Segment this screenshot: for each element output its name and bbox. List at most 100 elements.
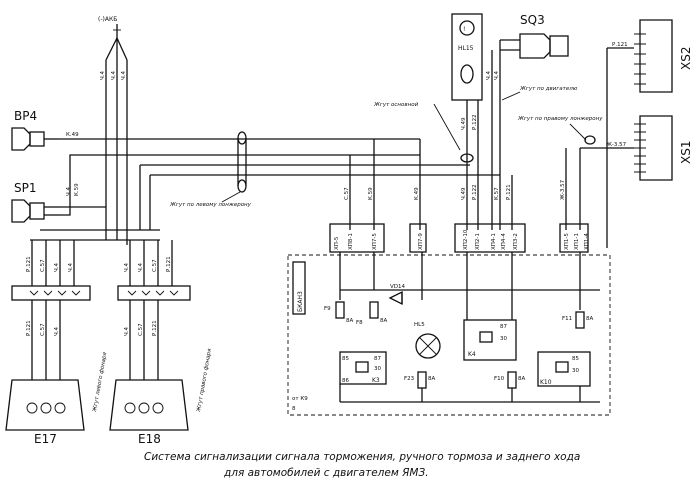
svg-text:С.57: С.57 [152, 259, 158, 272]
svg-text:Р.121: Р.121 [152, 320, 158, 336]
svg-text:K4: K4 [468, 351, 476, 358]
fuse-f10: F10 8А [494, 371, 525, 389]
svg-text:8: 8 [292, 406, 296, 412]
svg-text:Ч.4: Ч.4 [68, 262, 74, 272]
svg-text:F11: F11 [562, 316, 572, 322]
svg-text:HL5: HL5 [414, 322, 425, 328]
svg-text:ХП8-1: ХП8-1 [348, 233, 354, 250]
svg-text:Жгут левого фонаря: Жгут левого фонаря [92, 351, 109, 413]
svg-text:K10: K10 [540, 379, 552, 386]
e18-label: E18 [138, 432, 161, 446]
xs2-label: XS2 [679, 47, 693, 70]
hl15-symbol-icon: ! [463, 26, 465, 33]
fuse-f11: F11 8А [562, 311, 593, 329]
pin-header-row: ХП-5 ХП8-1 ХП7-5 ХП7-9 ХП2-10 ХП2-1 ХП4-… [329, 223, 590, 253]
svg-text:С.57: С.57 [138, 323, 144, 336]
svg-text:Ч.4: Ч.4 [54, 262, 60, 272]
xs2-connector: XS2 Р.121 [606, 19, 693, 248]
svg-text:8А: 8А [518, 376, 525, 382]
svg-text:Р.122: Р.122 [472, 114, 478, 130]
svg-text:Ч.4: Ч.4 [66, 186, 72, 196]
svg-text:8А: 8А [428, 376, 435, 382]
svg-text:ХП4-1: ХП4-1 [491, 233, 497, 250]
relay-k3: K3 85 86 87 30 [339, 351, 387, 385]
svg-text:8А: 8А [380, 318, 387, 324]
svg-text:Ж-3.57: Ж-3.57 [560, 179, 566, 200]
svg-text:Ч.4: Ч.4 [124, 262, 130, 272]
left-frame-harness: Жгут по левому лонжерону [30, 131, 500, 241]
xs1-connector: XS1 Ж-3.57 Жгут по правому лонжерону [517, 115, 693, 230]
e18-rear-lamp: E18 Жгут правого фонаря [109, 348, 213, 446]
sq3-label: SQ3 [520, 13, 545, 27]
svg-text:ХП1-1: ХП1-1 [574, 233, 580, 250]
svg-text:ХП7-5: ХП7-5 [372, 233, 378, 250]
svg-text:30: 30 [500, 336, 507, 342]
mid-bundle: С.57 К.59 К.49 Ч.49 Р.122 К.57 Р.121 Ж-3… [344, 139, 567, 230]
svg-text:ХП1-5: ХП1-5 [564, 233, 570, 250]
svg-text:K3: K3 [372, 377, 380, 384]
svg-text:30: 30 [374, 366, 381, 372]
svg-text:Жгут по левому лонжерону: Жгут по левому лонжерону [169, 202, 252, 208]
sp1-sensor: SP1 Ч.4 К.59 [11, 154, 130, 223]
svg-text:С.57: С.57 [344, 187, 350, 200]
bp4-sensor: BP4 К.49 [11, 109, 242, 151]
fuse-f23: F23 8А [404, 371, 435, 389]
xs1-label: XS1 [679, 141, 693, 164]
svg-text:Ч.4: Ч.4 [121, 70, 127, 80]
svg-text:Ч.49: Ч.49 [461, 187, 467, 200]
hl15-label: HL15 [458, 45, 474, 52]
svg-text:Р.121: Р.121 [26, 256, 32, 272]
svg-text:К.49: К.49 [66, 132, 79, 138]
sp1-label: SP1 [14, 181, 37, 195]
battery-ground-bundle: (-)АКБ Ч.4 Ч.4 Ч.4 [98, 16, 128, 245]
svg-text:VD14: VD14 [390, 284, 405, 290]
svg-text:от К9: от К9 [292, 396, 308, 402]
lamp-connector-bars: Р.121 С.57 Ч.4 Ч.4 Ч.4 Ч.4 С.57 Р.121 Р.… [11, 240, 191, 380]
svg-text:ХП-5: ХП-5 [334, 236, 340, 250]
svg-text:Ч.4: Ч.4 [124, 326, 130, 336]
svg-text:Жгут основной: Жгут основной [373, 102, 419, 108]
svg-text:С.57: С.57 [40, 259, 46, 272]
svg-text:К.59: К.59 [74, 183, 80, 196]
svg-text:Р.121: Р.121 [26, 320, 32, 336]
svg-text:F10: F10 [494, 376, 505, 382]
svg-text:30: 30 [572, 368, 579, 374]
svg-text:8А: 8А [346, 318, 353, 324]
bkan3-block: БКАН3 ХП-5 ХП8-1 ХП7-5 ХП7-9 ХП2-10 ХП2-… [287, 223, 611, 416]
svg-text:Р.121: Р.121 [166, 256, 172, 272]
e17-label: E17 [34, 432, 57, 446]
caption-line2: для автомобилей с двигателем ЯМЗ. [223, 467, 429, 479]
hl15-indicator: ! HL15 Ч.49 Р.122 Жгут основной [373, 13, 483, 230]
svg-text:ХП3-2: ХП3-2 [513, 233, 519, 250]
svg-text:Р.122: Р.122 [472, 184, 478, 200]
bp4-label: BP4 [14, 109, 37, 123]
svg-text:Жгут по правому лонжерону: Жгут по правому лонжерону [517, 116, 603, 122]
svg-text:Ч.4: Ч.4 [111, 70, 117, 80]
svg-text:86: 86 [342, 378, 349, 384]
svg-text:Ч.49: Ч.49 [461, 117, 467, 130]
svg-text:К.57: К.57 [494, 187, 500, 200]
relay-k10: K10 85 30 [537, 351, 591, 387]
svg-text:Ч.4: Ч.4 [54, 326, 60, 336]
caption-line1: Система сигнализации сигнала торможения,… [144, 451, 580, 463]
svg-text:Ч.4: Ч.4 [100, 70, 106, 80]
svg-text:Ж-3.57: Ж-3.57 [606, 142, 627, 148]
fuse-f9: F9 8А [324, 301, 353, 324]
svg-text:8А: 8А [586, 316, 593, 322]
svg-text:85: 85 [342, 356, 349, 362]
svg-text:Жгут по двигателю: Жгут по двигателю [519, 86, 578, 92]
svg-text:ХП2-10: ХП2-10 [463, 229, 469, 250]
bkan3-label: БКАН3 [297, 291, 304, 312]
svg-text:К.59: К.59 [368, 187, 374, 200]
sq3-switch: SQ3 Ч.4 Ч.4 Жгут по двигателю [486, 13, 578, 230]
svg-text:F8: F8 [356, 320, 363, 326]
fuse-f8: F8 8А [356, 301, 387, 326]
svg-text:С.57: С.57 [40, 323, 46, 336]
svg-text:Ч.4: Ч.4 [486, 70, 492, 80]
svg-text:К.49: К.49 [414, 187, 420, 200]
svg-text:Жгут правого фонаря: Жгут правого фонаря [196, 348, 213, 414]
svg-text:F23: F23 [404, 376, 415, 382]
svg-text:85: 85 [572, 356, 579, 362]
e17-rear-lamp: E17 Жгут левого фонаря [5, 351, 109, 446]
